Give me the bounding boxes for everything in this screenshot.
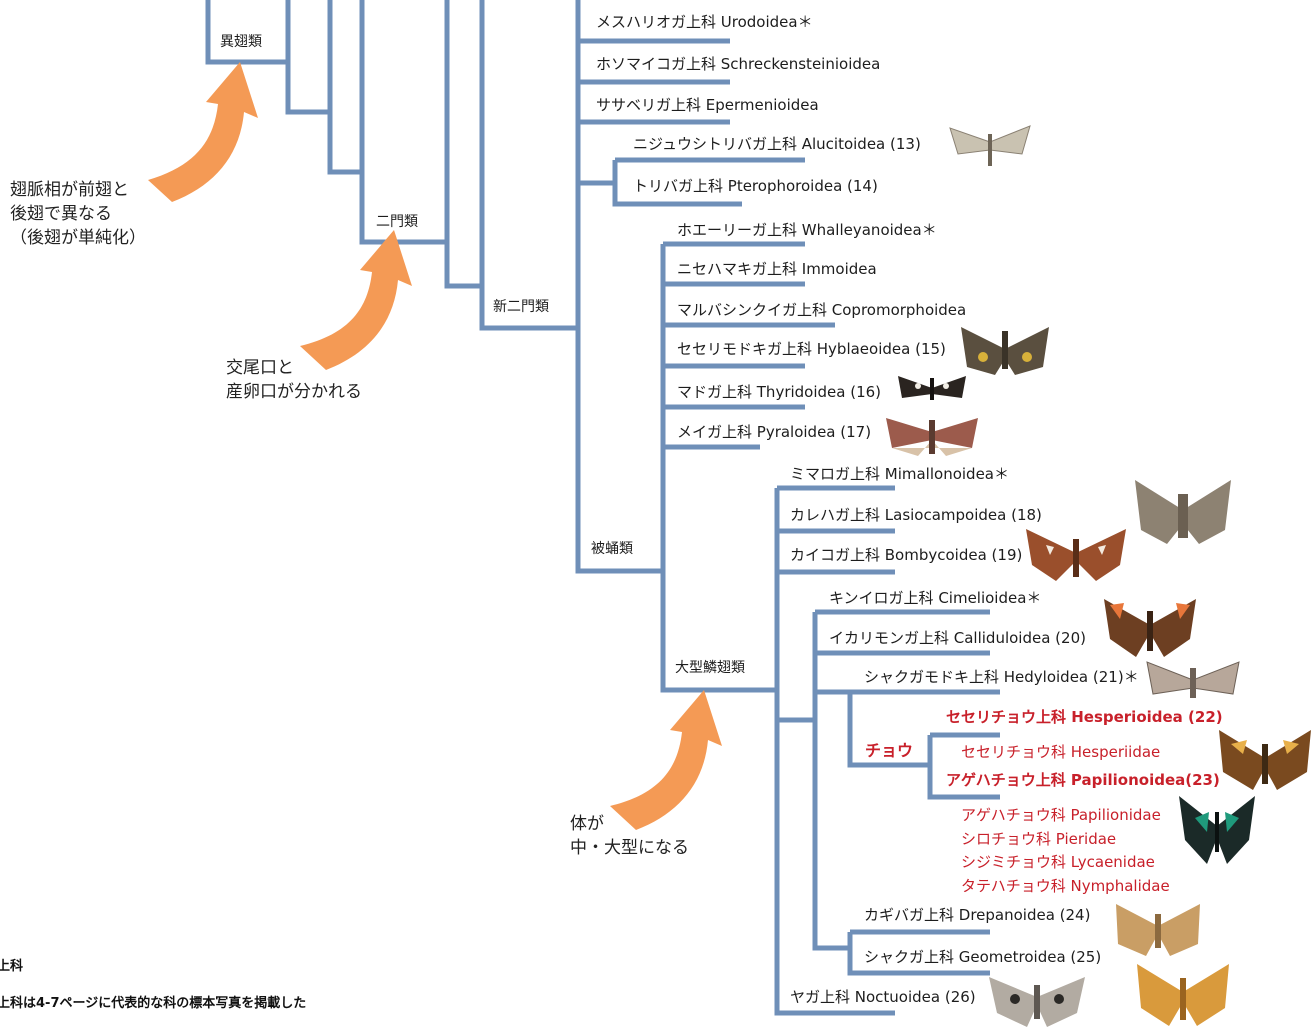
butterfly-specimen-icon [1179,796,1255,864]
leaf-label-pterophoroidea: トリバガ上科 Pterophoroidea (14) [633,177,878,195]
annotation-venation: 翅脈相が前翅と 後翅で異なる （後翅が単純化） [10,178,146,250]
moth-specimen-icon [1137,964,1229,1026]
leaf-label-nymphalidae: タテハチョウ科 Nymphalidae [961,877,1170,895]
moth-specimen-icon [898,376,966,400]
leaf-label-lycaenidae: シジミチョウ科 Lycaenidae [961,853,1155,871]
leaf-label-lasiocampoidea: カレハガ上科 Lasiocampoidea (18) [790,506,1042,524]
branch-heteroneura [208,0,288,62]
leaf-label-whalleyanoidea: ホエーリーガ上科 Whalleyanoidea＊ [677,221,937,239]
footnote-line-2: 上科は4-7ページに代表的な科の標本写真を掲載した [0,995,306,1013]
leaf-label-immoidea: ニセハマキガ上科 Immoidea [677,260,877,278]
leaf-label-calliduloidea: イカリモンガ上科 Calliduloidea (20) [829,629,1086,647]
leaf-label-papilionidae: アゲハチョウ科 Papilionidae [961,806,1161,824]
leaf-label-hesperiidae: セセリチョウ科 Hesperiidae [961,743,1160,761]
branch-neoditrysia [482,0,578,328]
arrow-body [610,690,722,830]
moth-specimen-icon [961,327,1049,375]
clade-label-neoditrysia: 新二門類 [493,298,549,316]
leaf-label-copromorphoidea: マルバシンクイガ上科 Copromorphoidea [677,301,966,319]
butterfly-specimen-icon [1219,730,1311,790]
moth-specimen-icon [989,977,1085,1027]
clade-label-heteroneura: 異翅類 [220,33,262,51]
footnote-line-1: 上科 [0,958,23,976]
leaf-label-alucitoidea: ニジュウシトリバガ上科 Alucitoidea (13) [633,135,921,153]
leaf-label-urodoidea: メスハリオガ上科 Urodoidea＊ [596,13,813,31]
leaf-label-epermenioidea: ササベリガ上科 Epermenioidea [596,96,819,114]
annotation-genital: 交尾口と 産卵口が分かれる [226,356,362,404]
branch-ditrysia [362,0,447,242]
leaf-label-papilionoidea: アゲハチョウ上科 Papilionoidea(23) [946,771,1220,789]
leaf-label-geometroidea: シャクガ上科 Geometroidea (25) [864,948,1101,966]
leaf-label-bombycoidea: カイコガ上科 Bombycoidea (19) [790,546,1022,564]
leaf-label-thyridoidea: マドガ上科 Thyridoidea (16) [677,383,881,401]
leaf-label-schreckensteinioidea: ホソマイコガ上科 Schreckensteinioidea [596,55,880,73]
leaf-label-pyraloidea: メイガ上科 Pyraloidea (17) [677,423,871,441]
leaf-label-noctuoidea: ヤガ上科 Noctuoidea (26) [790,988,976,1006]
leaf-label-drepanoidea: カギバガ上科 Drepanoidea (24) [864,906,1090,924]
clade-label-ditrysia: 二門類 [376,213,418,231]
butterfly-specimen-icon [1104,599,1196,657]
moth-specimen-icon [886,418,978,456]
clade-label-obtectomera: 被蛹類 [591,540,633,558]
annotation-body: 体が 中・大型になる [570,812,689,860]
moth-specimen-icon [1147,662,1239,698]
moth-specimen-icon [1026,529,1126,581]
branch-stem-b [330,0,362,172]
clade-label-macroheterocera: 大型鱗翅類 [675,659,745,677]
branch-stem-a [288,0,330,112]
branch-neoditrysia-main [578,0,663,571]
clade-label-butterflies: チョウ [865,742,913,760]
leaf-label-hyblaeoidea: セセリモドキガ上科 Hyblaeoidea (15) [677,340,946,358]
leaf-label-pieridae: シロチョウ科 Pieridae [961,830,1116,848]
moth-specimen-icon [950,126,1030,166]
leaf-label-cimelioidea: キンイロガ上科 Cimelioidea＊ [829,589,1041,607]
branch-stem-c [447,0,482,286]
leaf-label-hesperioidea: セセリチョウ上科 Hesperioidea (22) [946,708,1223,726]
arrow-genital [300,230,412,370]
moth-specimen-icon [1116,904,1200,956]
arrow-venation [148,62,258,202]
leaf-label-hedyloidea: シャクガモドキ上科 Hedyloidea (21)＊ [864,668,1139,686]
moth-specimen-icon [1135,480,1231,544]
leaf-label-mimallonoidea: ミマロガ上科 Mimallonoidea＊ [790,465,1009,483]
